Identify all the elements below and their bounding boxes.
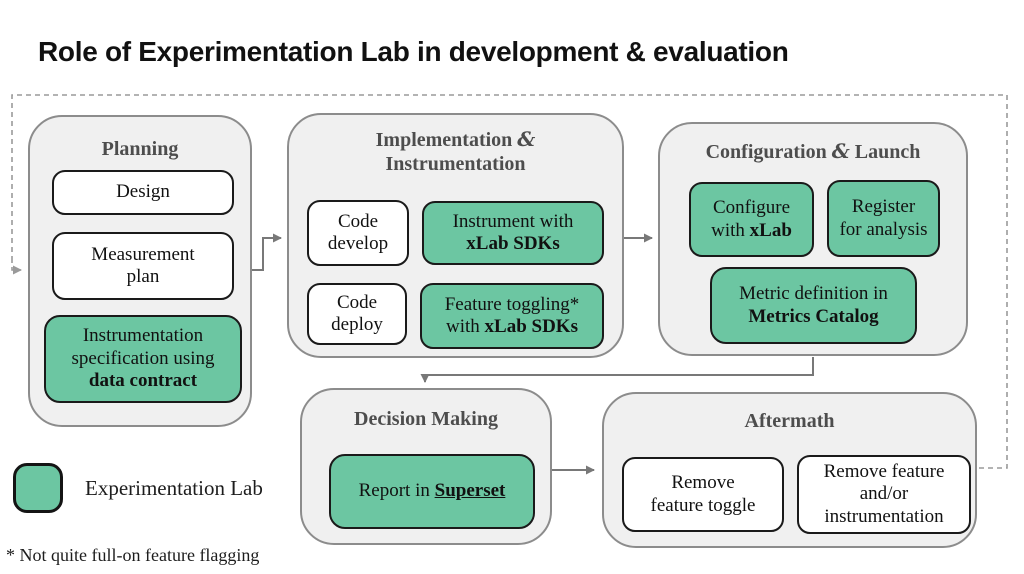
step-remove-feature-toggle-label: Remove feature toggle	[650, 472, 756, 516]
step-remove-feature-instrumentation: Remove feature and/or instrumentation	[797, 455, 971, 534]
step-feature-toggling: Feature toggling* with xLab SDKs	[420, 283, 604, 349]
step-measurement-plan-label: Measurement plan	[91, 243, 195, 287]
step-code-deploy: Code deploy	[307, 283, 407, 345]
diagram-title: Role of Experimentation Lab in developme…	[38, 36, 789, 67]
step-design-label: Design	[116, 181, 170, 203]
legend: Experimentation Lab	[13, 463, 263, 513]
step-instrumentation-spec-label: Instrumentation specification using data…	[71, 325, 215, 392]
legend-label: Experimentation Lab	[85, 475, 263, 500]
panel-aftermath: Aftermath Remove feature toggle Remove f…	[602, 392, 977, 548]
panel-decision-making-title: Decision Making	[354, 408, 498, 430]
step-register-for-analysis: Register for analysis	[827, 180, 940, 257]
panel-implementation-title: Implementation &Instrumentation	[375, 127, 536, 175]
step-configure-with-xlab: Configure with xLab	[689, 182, 814, 257]
panel-planning: Planning Design Measurement plan Instrum…	[28, 115, 252, 427]
step-measurement-plan: Measurement plan	[52, 232, 234, 300]
step-report-in-superset: Report in Superset	[329, 454, 535, 529]
step-design: Design	[52, 170, 234, 215]
arrow-planning-to-implementation	[251, 233, 282, 271]
cycle-dashed-connector	[11, 94, 1008, 469]
cycle-arrow-into-planning	[11, 258, 22, 275]
step-remove-feature-instrumentation-label: Remove feature and/or instrumentation	[823, 460, 945, 527]
panel-configuration: Configuration & Launch Configure with xL…	[658, 122, 968, 356]
step-metric-definition: Metric definition in Metrics Catalog	[710, 267, 917, 344]
step-feature-toggling-label: Feature toggling* with xLab SDKs	[444, 293, 580, 337]
step-code-develop: Code develop	[307, 200, 409, 266]
step-instrumentation-spec: Instrumentation specification using data…	[44, 315, 242, 403]
panel-aftermath-title: Aftermath	[744, 410, 835, 432]
panel-implementation: Implementation &Instrumentation Code dev…	[287, 113, 624, 358]
panel-configuration-title: Configuration & Launch	[705, 139, 921, 163]
step-instrument-with-sdks: Instrument with xLab SDKs	[422, 201, 604, 265]
step-report-in-superset-label: Report in Superset	[358, 480, 506, 502]
step-register-for-analysis-label: Register for analysis	[839, 196, 928, 240]
footnote: * Not quite full-on feature flagging	[6, 545, 260, 565]
arrow-configuration-to-decision	[420, 357, 814, 383]
step-remove-feature-toggle: Remove feature toggle	[622, 457, 784, 532]
step-code-deploy-label: Code deploy	[331, 291, 383, 335]
experimentation-lab-swatch	[13, 463, 63, 513]
panel-decision-making: Decision Making Report in Superset	[300, 388, 552, 545]
panel-planning-title: Planning	[101, 138, 179, 160]
step-code-develop-label: Code develop	[327, 210, 389, 254]
step-configure-with-xlab-label: Configure with xLab	[711, 197, 792, 241]
step-metric-definition-label: Metric definition in Metrics Catalog	[739, 283, 888, 327]
step-instrument-with-sdks-label: Instrument with xLab SDKs	[452, 210, 574, 254]
